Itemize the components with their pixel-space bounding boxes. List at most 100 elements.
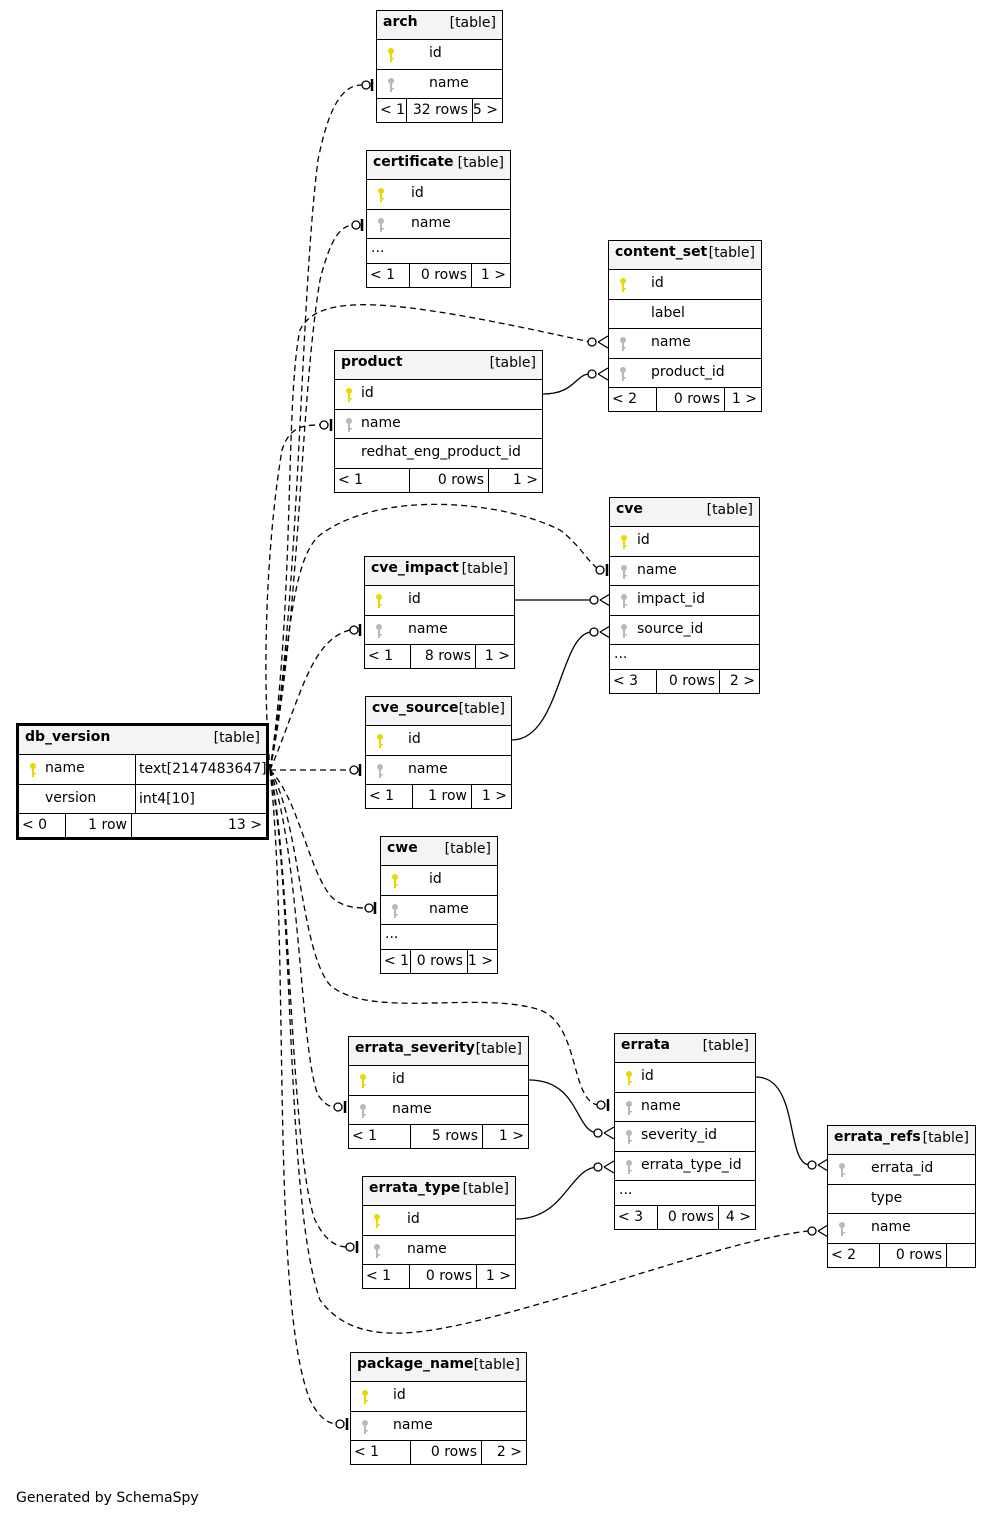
column-row[interactable]: name	[610, 557, 759, 586]
column-row[interactable]: id	[363, 1206, 515, 1236]
parents-count[interactable]: < 1	[377, 99, 407, 122]
parents-count[interactable]: < 1	[335, 468, 410, 492]
column-row[interactable]: name	[367, 210, 510, 239]
children-count[interactable]: 1 >	[498, 1128, 524, 1144]
table-type: [table]	[473, 1357, 520, 1373]
column-row[interactable]: redhat_eng_product_id	[335, 439, 542, 469]
column-row[interactable]: errata_type_id	[615, 1152, 755, 1181]
index-key-icon	[376, 763, 384, 779]
many-marker	[597, 367, 609, 381]
column-row[interactable]: name	[365, 616, 514, 645]
dashed-relationships	[265, 84, 809, 1425]
parents-count[interactable]: < 3	[610, 670, 657, 693]
column-row[interactable]: id	[365, 586, 514, 616]
column-row[interactable]: id	[367, 180, 510, 210]
column-row[interactable]: name	[366, 756, 511, 785]
column-row[interactable]: name	[381, 896, 497, 925]
children-count[interactable]: 1 >	[485, 1268, 511, 1284]
crowfoot-markers	[319, 79, 829, 1430]
column-row[interactable]: name	[349, 1096, 528, 1125]
column-row[interactable]: source_id	[610, 616, 759, 645]
children-count[interactable]: 1 >	[467, 953, 493, 969]
column-row[interactable]: id	[349, 1066, 528, 1096]
column-row[interactable]: name	[335, 410, 542, 439]
column-row[interactable]: name	[351, 1412, 526, 1441]
children-count[interactable]: 5 >	[472, 102, 498, 118]
children-count[interactable]: 1 >	[481, 788, 507, 804]
parents-count[interactable]: < 1	[351, 1441, 411, 1464]
column-row[interactable]: name	[615, 1093, 755, 1122]
parents-count[interactable]: < 3	[615, 1206, 658, 1229]
children-count[interactable]: 1 >	[512, 471, 538, 488]
row-count: 0 rows	[657, 670, 720, 693]
column-row[interactable]: impact_id	[610, 586, 759, 616]
column-row[interactable]: label	[609, 300, 761, 329]
children-count[interactable]: 2 >	[496, 1444, 522, 1460]
column-row[interactable]: id	[377, 40, 502, 70]
children-count[interactable]: 1 >	[731, 391, 757, 407]
column-row[interactable]: id	[609, 270, 761, 300]
column-row[interactable]: id	[335, 380, 542, 410]
column-row[interactable]: id	[381, 866, 497, 896]
column-row[interactable]: id	[366, 726, 511, 756]
column-row[interactable]: name	[377, 70, 502, 99]
table-content_set[interactable]: content_set[table] id label name product…	[608, 240, 762, 412]
column-row[interactable]: errata_id	[828, 1155, 975, 1185]
optional-marker	[589, 627, 599, 637]
column-name: id	[411, 185, 424, 201]
column-row[interactable]: product_id	[609, 359, 761, 388]
table-name: cve_impact	[371, 560, 459, 576]
column-row[interactable]: name	[363, 1236, 515, 1265]
parents-count[interactable]: < 2	[609, 388, 657, 411]
children-count[interactable]: 2 >	[729, 673, 755, 689]
table-header: certificate[table]	[367, 151, 510, 180]
column-row[interactable]: id	[351, 1382, 526, 1412]
children-count[interactable]: 1 >	[480, 267, 506, 283]
column-row[interactable]: severity_id	[615, 1122, 755, 1152]
table-errata_refs[interactable]: errata_refs[table] errata_id type name <…	[827, 1125, 976, 1268]
table-name: cve	[616, 501, 643, 517]
table-type: [table]	[708, 245, 755, 261]
optional-marker	[593, 1128, 603, 1138]
edge-db_version-cwe	[269, 769, 369, 909]
column-row[interactable]: id	[610, 527, 759, 557]
children-count[interactable]: 1 >	[484, 648, 510, 664]
row-count: 8 rows	[411, 645, 476, 668]
children-count[interactable]	[947, 1244, 975, 1267]
parents-count[interactable]: < 1	[381, 950, 411, 973]
parents-count[interactable]: < 1	[349, 1125, 411, 1148]
parents-count[interactable]: < 2	[828, 1243, 880, 1267]
table-name: certificate	[373, 154, 454, 170]
column-row[interactable]: name	[828, 1214, 975, 1244]
table-cve[interactable]: cve[table] id name impact_id source_id .…	[609, 497, 760, 694]
children-count[interactable]: 4 >	[725, 1209, 751, 1225]
column-row[interactable]: name	[609, 329, 761, 359]
table-product[interactable]: product[table] id name redhat_eng_produc…	[334, 350, 543, 493]
edge-db_version-cve	[269, 503, 601, 771]
index-key-icon	[620, 564, 628, 580]
parents-count[interactable]: < 1	[365, 645, 411, 668]
column-row[interactable]: id	[615, 1063, 755, 1093]
parents-count[interactable]: < 1	[363, 1265, 410, 1288]
column-name: id	[408, 591, 421, 607]
children-count[interactable]: 13 >	[228, 817, 262, 833]
column-name: product_id	[651, 363, 725, 380]
parents-count[interactable]: < 1	[367, 264, 410, 287]
parents-count[interactable]: < 1	[366, 785, 413, 808]
table-errata[interactable]: errata[table] id name severity_id errata…	[614, 1033, 756, 1230]
column-row[interactable]: type	[828, 1185, 975, 1214]
table-name: errata	[621, 1037, 670, 1053]
parents-count[interactable]: < 0	[19, 814, 66, 837]
index-key-icon	[375, 623, 383, 639]
